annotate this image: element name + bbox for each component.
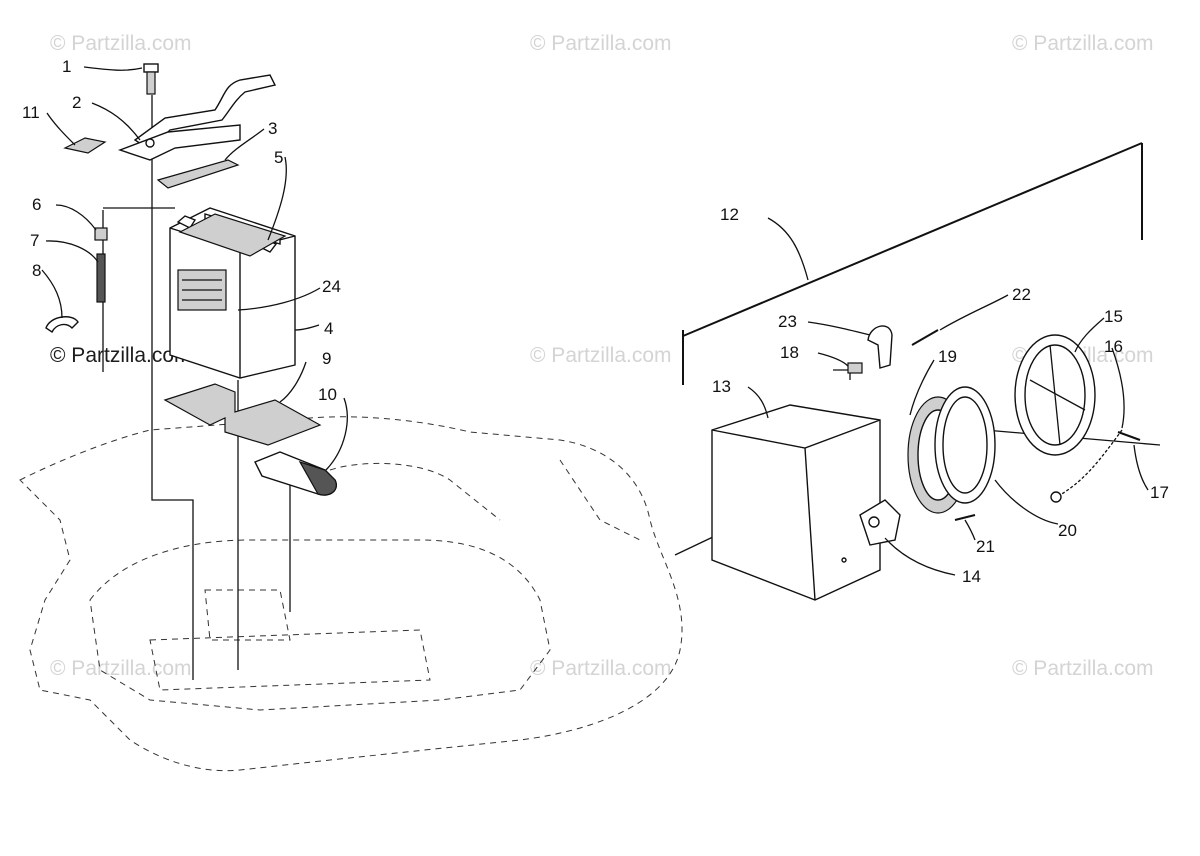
watermark: © Partzilla.com bbox=[50, 657, 192, 680]
vehicle-chassis-outline bbox=[19, 416, 683, 772]
bolt-part-1 bbox=[143, 63, 159, 95]
clip-part-8 bbox=[45, 316, 79, 334]
watermark: © Partzilla.com bbox=[530, 657, 672, 680]
screw-part-22 bbox=[911, 329, 939, 346]
callout-22: 22 bbox=[1012, 285, 1031, 304]
callout-14: 14 bbox=[962, 567, 981, 586]
pad-part-3 bbox=[156, 159, 240, 189]
grommet-part-18 bbox=[847, 362, 863, 374]
callout-13: 13 bbox=[712, 377, 731, 396]
callout-18: 18 bbox=[780, 343, 799, 362]
callout-4: 4 bbox=[324, 319, 333, 338]
callout-15: 15 bbox=[1104, 307, 1123, 326]
callout-1: 1 bbox=[62, 57, 71, 76]
vent-tube-part-7 bbox=[96, 253, 106, 303]
callout-11: 11 bbox=[22, 103, 40, 122]
watermark: © Partzilla.com bbox=[530, 344, 672, 367]
callout-3: 3 bbox=[268, 119, 277, 138]
callout-21: 21 bbox=[976, 537, 995, 556]
callout-10: 10 bbox=[318, 385, 337, 404]
callout-6: 6 bbox=[32, 195, 41, 214]
callout-8: 8 bbox=[32, 261, 41, 280]
watermark: © Partzilla.com bbox=[1012, 657, 1154, 680]
clamp-part-23 bbox=[867, 325, 893, 369]
battery-strap-part-2 bbox=[117, 74, 277, 161]
callout-7: 7 bbox=[30, 231, 39, 250]
callout-leaders bbox=[41, 66, 1149, 576]
callout-17: 17 bbox=[1150, 483, 1169, 502]
assembly-lines bbox=[102, 95, 291, 680]
cover-part-15 bbox=[1014, 334, 1096, 456]
callout-16: 16 bbox=[1104, 337, 1123, 356]
callout-12: 12 bbox=[720, 205, 739, 224]
vent-cap-part-6 bbox=[94, 227, 108, 241]
callout-5: 5 bbox=[274, 148, 283, 167]
battery-cover-part-5 bbox=[178, 213, 287, 257]
watermark: © Partzilla.com bbox=[50, 32, 192, 55]
callout-19: 19 bbox=[938, 347, 957, 366]
battery-pad-part-9 bbox=[163, 383, 322, 446]
bracket-part-14 bbox=[859, 499, 901, 546]
chain-part-16 bbox=[1059, 429, 1123, 496]
pad-part-11 bbox=[63, 137, 107, 154]
pin-part-17 bbox=[1117, 431, 1141, 441]
watermark: © Partzilla.com bbox=[1012, 32, 1154, 55]
callout-24: 24 bbox=[322, 277, 341, 296]
callout-23: 23 bbox=[778, 312, 797, 331]
callout-9: 9 bbox=[322, 349, 331, 368]
callout-2: 2 bbox=[72, 93, 81, 112]
callout-20: 20 bbox=[1058, 521, 1077, 540]
housing-part-13 bbox=[711, 404, 881, 601]
boot-part-10 bbox=[254, 451, 337, 496]
watermark: © Partzilla.com bbox=[530, 32, 672, 55]
watermark: © Partzilla.com bbox=[50, 344, 192, 367]
pin-part-21 bbox=[954, 514, 976, 521]
